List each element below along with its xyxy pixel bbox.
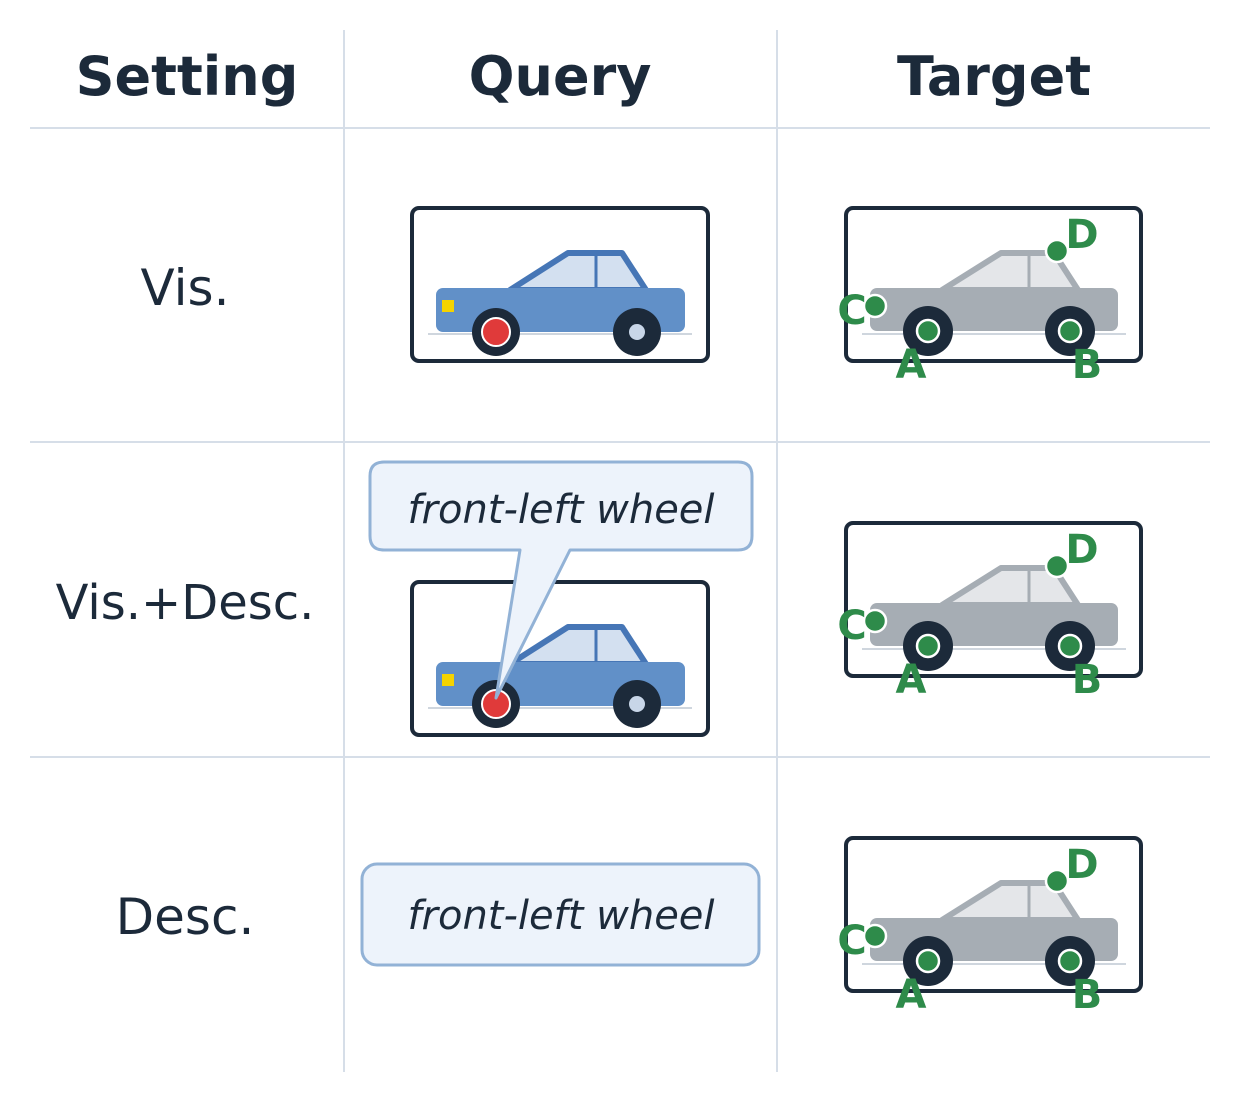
keypoint-b <box>1057 318 1083 344</box>
target-car-image-row1: A B C D <box>837 206 1143 388</box>
query-description-text-row3: front-left wheel <box>407 893 714 939</box>
query-car-image-row1 <box>410 206 710 363</box>
keypoint-label-c: C <box>837 288 866 334</box>
header-query: Query <box>469 45 652 108</box>
keypoint-c <box>862 293 888 319</box>
keypoint-b <box>1057 633 1083 659</box>
keypoint-label-a: A <box>896 342 927 388</box>
keypoint-label-a: A <box>896 972 927 1018</box>
setting-label-vis-desc: Vis.+Desc. <box>56 575 315 631</box>
header-target: Target <box>897 45 1091 108</box>
keypoint-label-b: B <box>1072 342 1103 388</box>
keypoint-c <box>862 923 888 949</box>
keypoint-label-b: B <box>1072 972 1103 1018</box>
header-setting: Setting <box>76 45 299 108</box>
query-description-bubble-row2: front-left wheel <box>368 460 754 700</box>
keypoint-c <box>862 608 888 634</box>
target-car-image-row2: A B C D <box>837 521 1143 703</box>
keypoint-b <box>1057 948 1083 974</box>
keypoint-label-d: D <box>1065 212 1098 258</box>
table-grid <box>30 30 1210 1072</box>
keypoint-a <box>915 948 941 974</box>
keypoint-label-b: B <box>1072 657 1103 703</box>
keypoint-d <box>1044 238 1070 264</box>
keypoint-label-d: D <box>1065 842 1098 888</box>
keypoint-label-c: C <box>837 603 866 649</box>
setting-label-vis: Vis. <box>141 259 230 317</box>
keypoint-a <box>915 318 941 344</box>
target-car-image-row3: A B C D <box>837 836 1143 1018</box>
keypoint-label-c: C <box>837 918 866 964</box>
keypoint-d <box>1044 868 1070 894</box>
query-description-box-row3: front-left wheel <box>360 862 761 967</box>
keypoint-a <box>915 633 941 659</box>
query-description-text-row2: front-left wheel <box>407 487 714 533</box>
keypoint-label-a: A <box>896 657 927 703</box>
query-car-image-row2 <box>410 580 710 737</box>
setting-labels: Vis. Vis.+Desc. Desc. <box>56 259 315 946</box>
keypoint-label-d: D <box>1065 527 1098 573</box>
table-header: Setting Query Target <box>76 45 1091 108</box>
keypoint-d <box>1044 553 1070 579</box>
setting-label-desc: Desc. <box>116 888 255 946</box>
